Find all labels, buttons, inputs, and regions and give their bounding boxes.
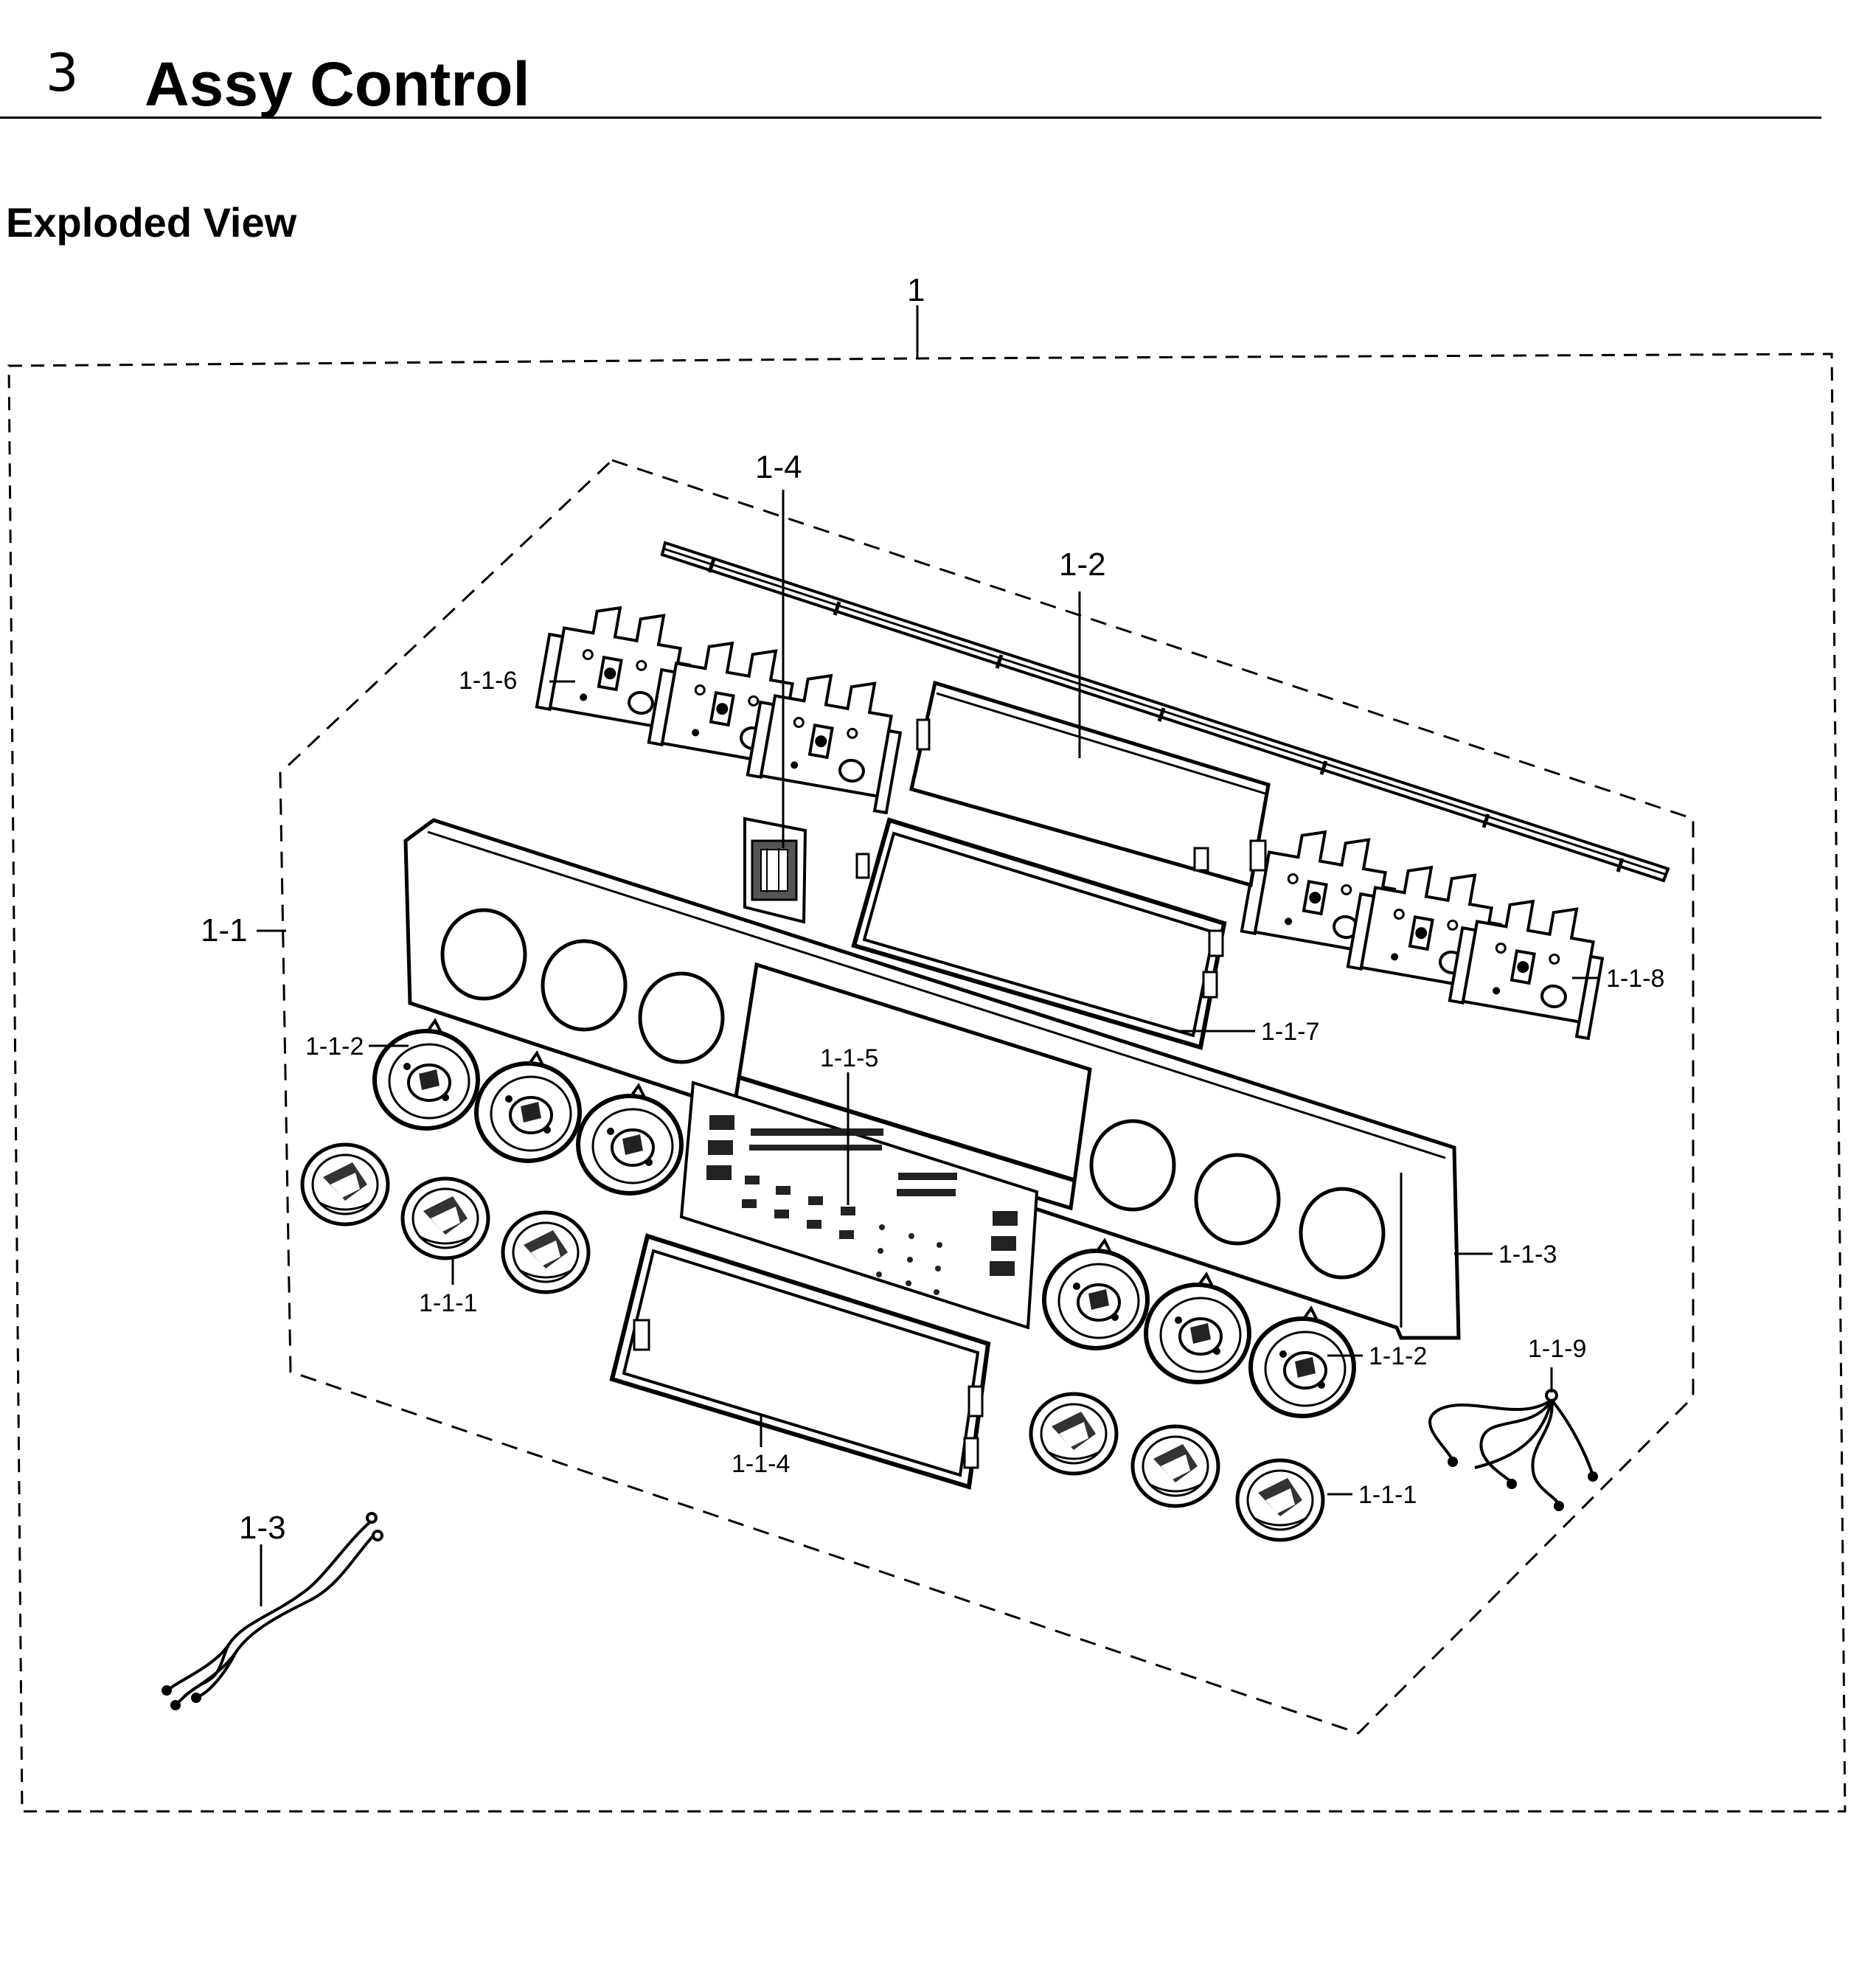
top-rail: [660, 541, 1670, 883]
title-rule: [0, 117, 1821, 119]
knob-left-2: [403, 1179, 488, 1258]
bezel-left-2: [476, 1053, 580, 1161]
callout-1-1-3: 1-1-3: [1498, 1241, 1557, 1269]
callout-1-1-1-left: 1-1-1: [419, 1289, 477, 1317]
knob-right-1: [1031, 1394, 1116, 1474]
knob-right-3: [1237, 1460, 1323, 1540]
callout-1-1-5: 1-1-5: [820, 1044, 878, 1072]
callout-1-1-7: 1-1-7: [1261, 1018, 1319, 1046]
bezel-left-1: [375, 1021, 478, 1128]
section-number: 3: [46, 43, 79, 103]
callout-1-1-1-right: 1-1-1: [1358, 1481, 1417, 1509]
callout-1: 1: [907, 272, 925, 308]
part-1-1-4-window: [609, 1233, 991, 1490]
callout-1-1-9: 1-1-9: [1528, 1335, 1586, 1363]
callout-1-3: 1-3: [239, 1510, 286, 1546]
callout-1-4: 1-4: [755, 449, 802, 485]
part-1-1-7-frame: [851, 817, 1227, 1050]
bezel-right-2: [1146, 1274, 1249, 1382]
callout-1-2: 1-2: [1059, 547, 1106, 583]
exploded-view-subtitle: Exploded View: [6, 199, 297, 246]
bezel-left-3: [578, 1086, 681, 1193]
callout-1-1-8: 1-1-8: [1606, 965, 1664, 993]
callout-1-1: 1-1: [201, 912, 248, 948]
part-1-3-harness: [161, 1512, 383, 1710]
section-title: Assy Control: [145, 49, 530, 119]
part-1-1-9-harness: [1428, 1389, 1598, 1511]
outer-boundary: [7, 353, 1847, 1813]
callout-1-1-4: 1-1-4: [732, 1450, 790, 1478]
bezel-right-1: [1044, 1241, 1147, 1348]
knob-left-3: [503, 1212, 588, 1292]
knob-right-2: [1133, 1426, 1218, 1506]
part-1-1-3-panel: [403, 818, 1461, 1340]
part-1-4-module: [743, 816, 807, 924]
inner-boundary: [279, 459, 1695, 1735]
bezel-right-3: [1251, 1308, 1354, 1416]
callout-1-1-2-right: 1-1-2: [1369, 1342, 1427, 1370]
callout-1-1-6: 1-1-6: [459, 667, 517, 695]
part-1-2-cover: [909, 680, 1271, 888]
knob-left-1: [302, 1145, 388, 1224]
callout-1-1-2-left: 1-1-2: [305, 1033, 364, 1061]
